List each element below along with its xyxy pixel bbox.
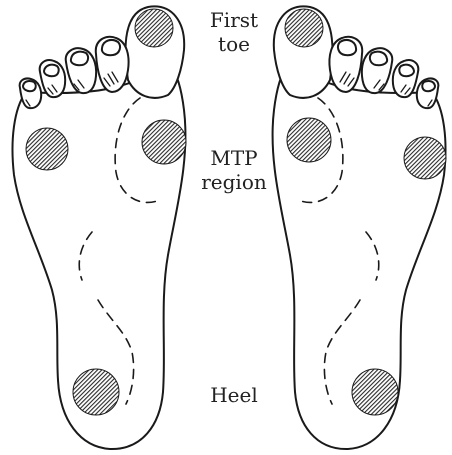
left-first-toe-spot <box>135 9 173 47</box>
first-toe-label: First toe <box>198 8 270 56</box>
right-first-toe-spot <box>285 9 323 47</box>
right-lateral-mtp-spot <box>404 137 446 179</box>
mtp-region-label-line1: MTP <box>198 146 270 170</box>
right-toenail-2 <box>338 40 356 55</box>
right-toenail-5 <box>422 81 435 91</box>
first-toe-label-line2: toe <box>198 32 270 56</box>
right-heel-spot <box>352 369 398 415</box>
heel-label-line1: Heel <box>198 383 270 407</box>
left-lateral-mtp-spot <box>26 128 68 170</box>
mtp-region-label: MTP region <box>198 146 270 194</box>
right-medial-mtp-spot <box>287 118 331 162</box>
left-medial-mtp-spot <box>142 120 186 164</box>
right-toenail-3 <box>370 52 387 66</box>
left-heel-spot <box>73 369 119 415</box>
left-toenail-3 <box>71 52 88 66</box>
right-toenail-4 <box>399 65 414 77</box>
first-toe-label-line1: First <box>198 8 270 32</box>
left-toenail-4 <box>44 65 59 77</box>
mtp-region-label-line2: region <box>198 170 270 194</box>
left-toenail-5 <box>23 81 36 91</box>
left-toenail-2 <box>102 40 120 55</box>
heel-label: Heel <box>198 383 270 407</box>
